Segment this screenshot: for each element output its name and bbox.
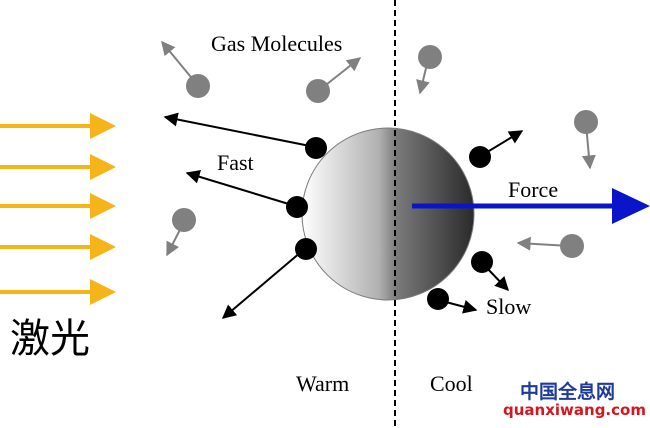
- watermark-line2: quanxiwang.com: [503, 401, 646, 419]
- fast-molecule: [221, 238, 317, 319]
- label-laser: 激光: [10, 316, 90, 362]
- force-arrow: [412, 188, 650, 224]
- gas-molecule: [306, 57, 362, 103]
- slow-molecule: [471, 251, 509, 292]
- gas-molecules: [161, 40, 598, 258]
- fast-molecules: [163, 112, 327, 319]
- laser-arrow: [0, 234, 116, 260]
- laser-arrow: [0, 113, 116, 139]
- laser-arrow: [0, 279, 116, 305]
- laser-arrows: [0, 113, 116, 305]
- slow-molecule: [427, 288, 478, 314]
- fast-molecule: [185, 169, 308, 218]
- gas-molecule: [516, 234, 584, 258]
- label-fast: Fast: [217, 150, 254, 175]
- laser-arrow: [0, 193, 116, 219]
- watermark: 中国全息网 quanxiwang.com: [503, 380, 646, 419]
- label-cool: Cool: [430, 371, 473, 396]
- slow-molecule: [469, 130, 524, 168]
- gas-molecule: [166, 208, 196, 257]
- gas-molecule: [161, 40, 210, 98]
- label-force: Force: [508, 177, 558, 202]
- gas-molecule: [574, 110, 598, 170]
- gas-molecule: [416, 45, 442, 95]
- slow-molecules: [427, 130, 524, 314]
- label-warm: Warm: [296, 371, 349, 396]
- label-gas-molecules: Gas Molecules: [211, 31, 342, 56]
- particle-sphere: [301, 127, 475, 301]
- fast-molecule: [163, 112, 327, 159]
- watermark-line1: 中国全息网: [520, 380, 615, 403]
- label-slow: Slow: [486, 294, 531, 319]
- laser-arrow: [0, 154, 116, 180]
